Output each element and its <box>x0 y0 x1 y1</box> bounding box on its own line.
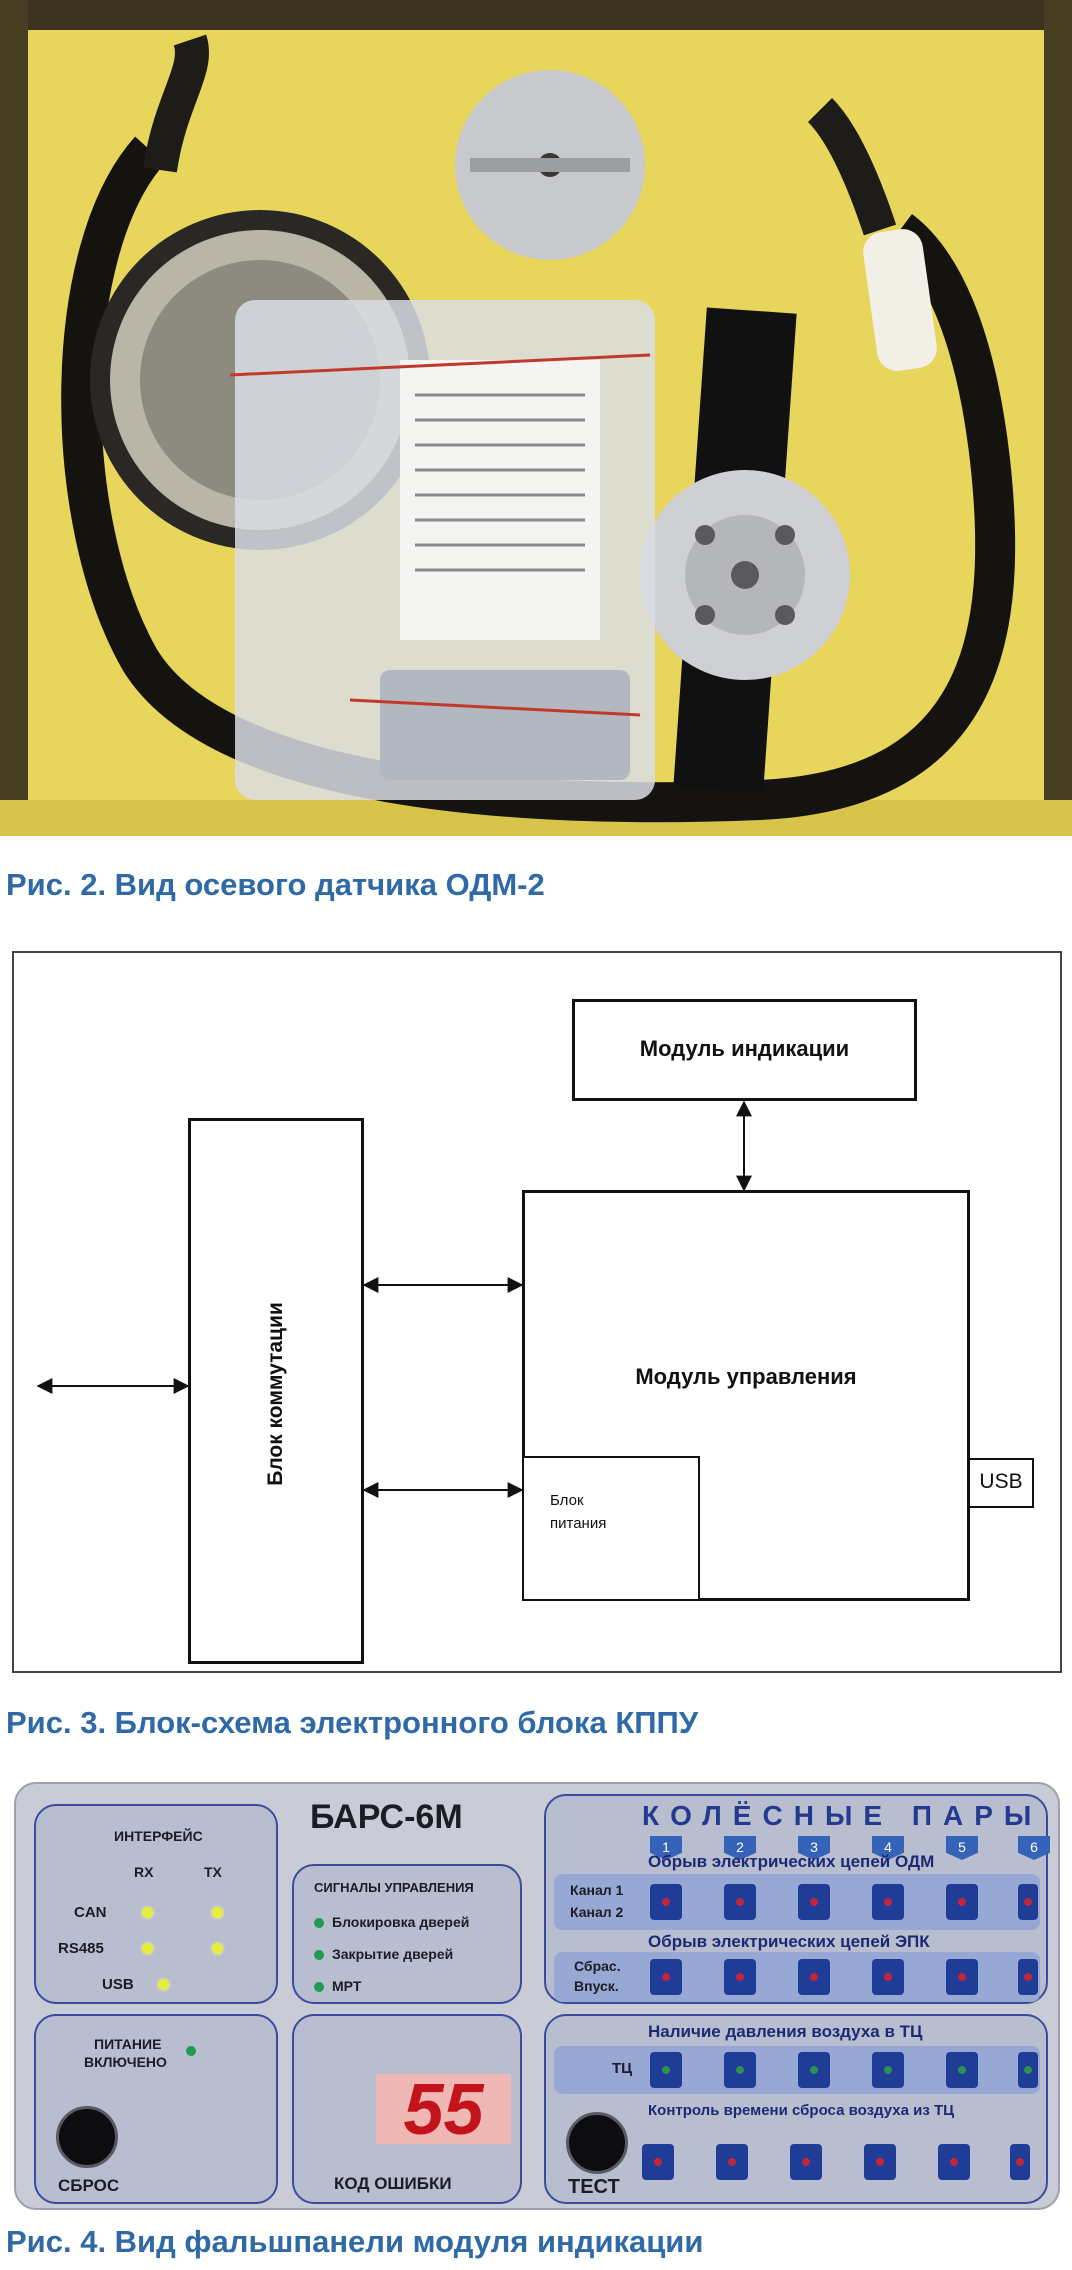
interface-section: ИНТЕРФЕЙС RX TX CAN RS485 USB <box>34 1804 278 2004</box>
odm2-photo-illustration <box>0 0 1072 836</box>
release-cell-5 <box>938 2144 970 2180</box>
reset-label: СБРОС <box>58 2176 120 2195</box>
usb-label: USB <box>102 1976 134 1993</box>
air-cell-4 <box>872 2052 904 2088</box>
release-cell-4 <box>864 2144 896 2180</box>
diagram-arrows <box>36 1100 752 1498</box>
wheel-number-5: 5 <box>946 1836 978 1860</box>
indication-module-label: Модуль индикации <box>639 1036 850 1061</box>
odm2-photo <box>0 0 1072 836</box>
figure-2-caption: Рис. 2. Вид осевого датчика ОДМ-2 <box>6 867 545 902</box>
release-time-title: Контроль времени сброса воздуха из ТЦ <box>648 2102 955 2119</box>
error-code-label: КОД ОШИБКИ <box>334 2174 452 2193</box>
interface-title: ИНТЕРФЕЙС <box>114 1828 203 1844</box>
test-label: ТЕСТ <box>568 2176 620 2198</box>
power-label-1: ПИТАНИЕ <box>94 2036 162 2052</box>
tx-label: TX <box>204 1864 222 1880</box>
figure-4-caption: Рис. 4. Вид фальшпанели модуля индикации <box>6 2224 704 2259</box>
door-close-label: Закрытие дверей <box>332 1946 454 1962</box>
control-signals-title: СИГНАЛЫ УПРАВЛЕНИЯ <box>314 1880 474 1895</box>
epk-cell-1 <box>650 1959 682 1995</box>
release-time-row <box>642 2126 1040 2196</box>
switching-block-label: Блок коммутации <box>264 1302 287 1486</box>
power-label-2: ВКЛЮЧЕНО <box>84 2054 167 2070</box>
indication-panel: БАРС-6М ИНТЕРФЕЙС RX TX CAN RS485 USB СИ… <box>14 1782 1060 2210</box>
air-cell-1 <box>650 2052 682 2088</box>
mrt-led <box>314 1982 324 1992</box>
release-cell-3 <box>790 2144 822 2180</box>
epk-cell-6 <box>1018 1959 1038 1995</box>
odm-channel-1-label: Канал 1 <box>570 1882 624 1898</box>
error-code-value: 55 <box>403 2070 484 2150</box>
mrt-label: МРТ <box>332 1978 362 1994</box>
epk-release-label: Сбрас. <box>574 1958 621 1974</box>
usb-port-block: USB <box>968 1458 1034 1508</box>
air-cell-2 <box>724 2052 756 2088</box>
epk-row: Сбрас. Впуск. <box>554 1952 1040 2002</box>
figure-3-caption: Рис. 3. Блок-схема электронного блока КП… <box>6 1705 699 1740</box>
odm-cell-3 <box>798 1884 830 1920</box>
release-cell-1 <box>642 2144 674 2180</box>
epk-cell-3 <box>798 1959 830 1995</box>
rs485-rx-led <box>142 1943 153 1954</box>
power-block-label-2: питания <box>550 1515 607 1532</box>
odm-cell-1 <box>650 1884 682 1920</box>
epk-cell-4 <box>872 1959 904 1995</box>
odm-cell-2 <box>724 1884 756 1920</box>
door-close-led <box>314 1950 324 1960</box>
wheel-pairs-section: КОЛЁСНЫЕ ПАРЫ 1 2 3 4 5 6 Обрыв электрич… <box>544 1794 1050 2004</box>
air-pressure-row: ТЦ <box>554 2046 1040 2094</box>
power-reset-section: ПИТАНИЕ ВКЛЮЧЕНО СБРОС <box>34 2014 278 2204</box>
control-signals-section: СИГНАЛЫ УПРАВЛЕНИЯ Блокировка дверей Зак… <box>292 1864 522 2004</box>
epk-cell-5 <box>946 1959 978 1995</box>
block-diagram: Модуль индикации Блок коммутации Модуль … <box>12 951 1062 1673</box>
reset-button[interactable] <box>56 2106 118 2168</box>
air-pressure-title: Наличие давления воздуха в ТЦ <box>648 2022 923 2041</box>
can-tx-led <box>212 1907 223 1918</box>
test-button[interactable] <box>566 2112 628 2174</box>
epk-intake-label: Впуск. <box>574 1978 619 1994</box>
air-pressure-section: Наличие давления воздуха в ТЦ ТЦ ТЕСТ Ко… <box>544 2014 1048 2204</box>
rx-label: RX <box>134 1864 154 1880</box>
odm-cell-6 <box>1018 1884 1038 1920</box>
control-module-label: Модуль управления <box>635 1364 857 1389</box>
air-cell-6 <box>1018 2052 1038 2088</box>
release-cell-6 <box>1010 2144 1030 2180</box>
odm-channel-2-label: Канал 2 <box>570 1904 624 1920</box>
error-code-display: 55 <box>376 2070 511 2150</box>
door-lock-led <box>314 1918 324 1928</box>
air-cell-5 <box>946 2052 978 2088</box>
odm-title: Обрыв электрических цепей ОДМ <box>648 1852 935 1871</box>
usb-led <box>158 1979 169 1990</box>
indication-module-block: Модуль индикации <box>572 999 917 1101</box>
odm-cell-4 <box>872 1884 904 1920</box>
brake-cylinder-label: ТЦ <box>612 2060 633 2077</box>
power-block-label-1: Блок <box>550 1492 584 1509</box>
air-cell-3 <box>798 2052 830 2088</box>
power-on-led <box>186 2046 196 2056</box>
usb-port-label: USB <box>979 1470 1023 1493</box>
wheel-number-6: 6 <box>1018 1836 1050 1860</box>
wheel-pairs-title: КОЛЁСНЫЕ ПАРЫ <box>642 1800 1043 1831</box>
door-lock-label: Блокировка дверей <box>332 1914 470 1930</box>
power-block: Блок питания <box>522 1456 700 1601</box>
can-label: CAN <box>74 1904 107 1921</box>
rs485-label: RS485 <box>58 1940 104 1957</box>
can-rx-led <box>142 1907 153 1918</box>
switching-block: Блок коммутации <box>188 1118 364 1664</box>
release-cell-2 <box>716 2144 748 2180</box>
rs485-tx-led <box>212 1943 223 1954</box>
epk-cell-2 <box>724 1959 756 1995</box>
odm-cell-5 <box>946 1884 978 1920</box>
device-title: БАРС-6М <box>310 1798 463 1836</box>
odm-row: Канал 1 Канал 2 <box>554 1874 1040 1930</box>
epk-title: Обрыв электрических цепей ЭПК <box>648 1932 930 1951</box>
